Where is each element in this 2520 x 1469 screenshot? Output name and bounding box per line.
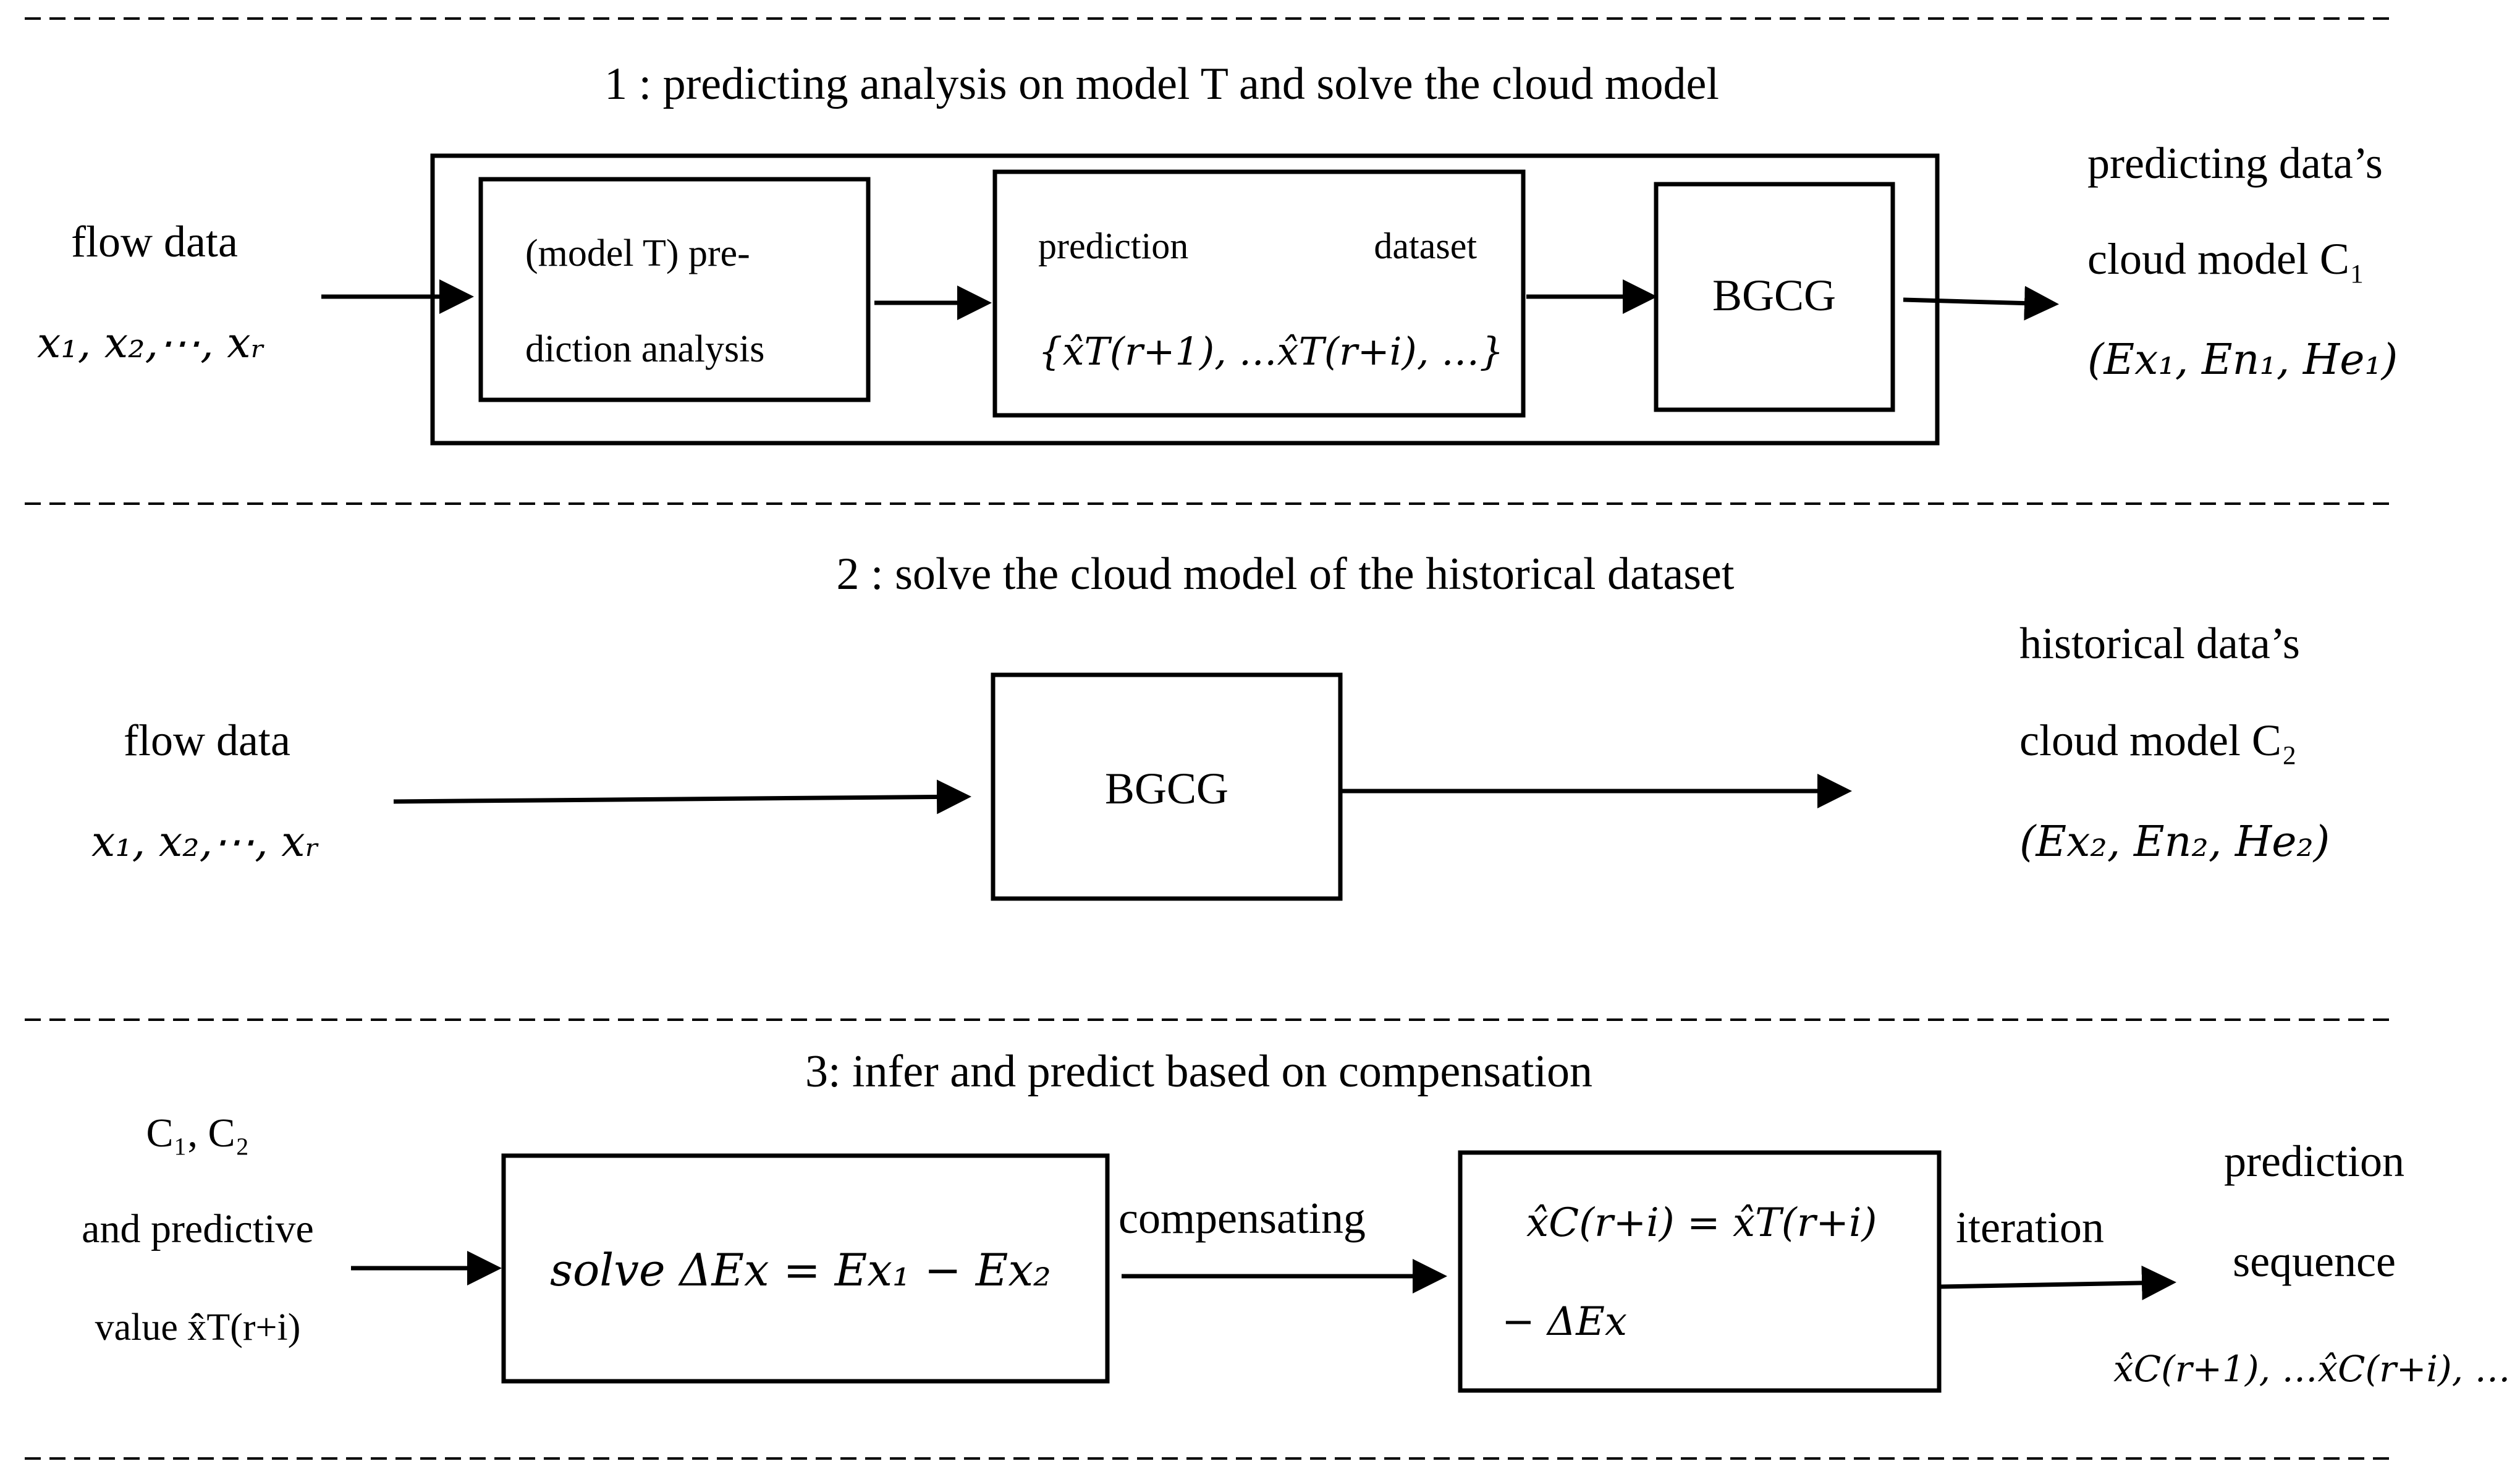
bgcg-box-2-label: BGCG [1105, 764, 1228, 813]
section-1-output-line1: predicting data’s [2087, 138, 2383, 188]
section-2-input-label: flow data [124, 716, 290, 765]
section-3-input-line3: value x̂T(r+i) [95, 1306, 301, 1348]
section-2-output-line1: historical data’s [2019, 619, 2300, 668]
dataset-box-formula: {x̂T(r+1), …x̂T(r+i), …} [1038, 329, 1504, 374]
formula-box-line2: − ΔEx [1502, 1299, 1627, 1345]
solve-box-text: solve ΔEx = Ex₁ − Ex₂ [550, 1244, 1051, 1296]
section-1-title: 1 : predicting analysis on model T and s… [604, 59, 1719, 109]
model-t-box-line2: diction analysis [525, 328, 764, 370]
iteration-arrow [1940, 1265, 2176, 1300]
section-2-input-vars: x₁, x₂,⋯, xᵣ [91, 818, 319, 866]
iteration-label: iteration [1956, 1203, 2104, 1252]
compensating-label: compensating [1118, 1193, 1366, 1243]
section-3-output-line1: prediction [2224, 1137, 2404, 1186]
section-3-output-line2: sequence [2233, 1237, 2396, 1286]
dataset-box-word2: dataset [1374, 226, 1477, 266]
section-3-output-line3: x̂C(r+1), …x̂C(r+i), … [2113, 1348, 2511, 1390]
dataset-box-word1: prediction [1038, 226, 1188, 266]
section-1-output-line2: cloud model C₁ [2087, 234, 2365, 284]
section-1-input-vars: x₁, x₂,⋯, xᵣ [37, 319, 265, 368]
prediction-dataset-box [992, 169, 1526, 418]
section-3-input-line2: and predictive [82, 1206, 314, 1251]
section-2-input-arrow [393, 779, 971, 815]
section-3-input-line1: C₁, C₂ [146, 1111, 249, 1156]
compensated-formula-box [1458, 1150, 1942, 1393]
section-3-title: 3: infer and predict based on compensati… [805, 1046, 1592, 1097]
section-1-input-label: flow data [71, 217, 238, 266]
bgcg-box-1-label: BGCG [1712, 271, 1836, 320]
section-1-output-line3: (Ex₁, En₁, He₁) [2087, 336, 2398, 384]
section-2-output-line3: (Ex₂, En₂, He₂) [2019, 818, 2330, 866]
section-2-title: 2 : solve the cloud model of the histori… [837, 549, 1735, 599]
section-1-output-arrow [1903, 286, 2059, 321]
bgcg-box-1 [1654, 182, 1895, 412]
model-t-box-line1: (model T) pre- [525, 232, 750, 274]
solve-box [501, 1153, 1110, 1384]
section-1: 1 : predicting analysis on model T and s… [37, 59, 2398, 446]
model-t-box [478, 177, 871, 402]
section-2-output-line2: cloud model C₂ [2019, 716, 2297, 765]
section-2: 2 : solve the cloud model of the histori… [91, 549, 2330, 901]
formula-box-line1: x̂C(r+i) = x̂T(r+i) [1526, 1200, 1877, 1246]
section-3: 3: infer and predict based on compensati… [82, 1046, 2511, 1393]
bgcg-box-2 [991, 672, 1343, 901]
